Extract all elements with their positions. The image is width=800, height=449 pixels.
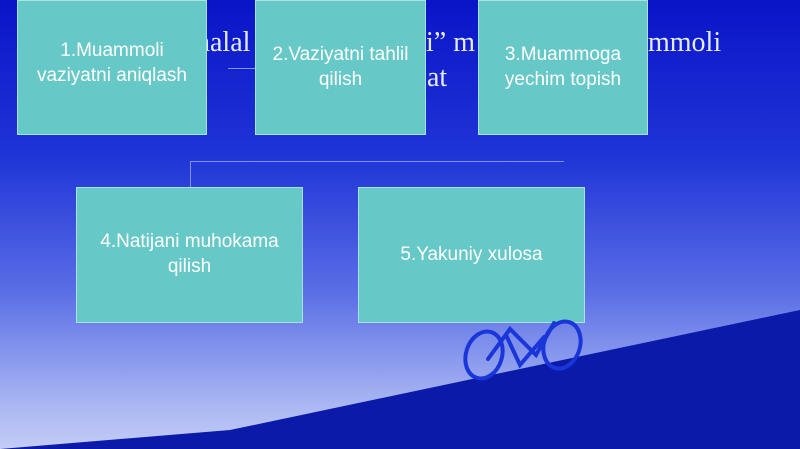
step-label-3: 3.Muammoga yechim topish	[504, 43, 622, 90]
step-box-1: 1.Muammoli vaziyatni aniqlash	[17, 0, 207, 135]
step-label-5: 5.Yakuniy xulosa	[400, 243, 543, 265]
connector-line	[190, 161, 191, 187]
step-label-1: 1.Muammoli vaziyatni aniqlash	[37, 39, 187, 86]
title-fragment-2: i” m	[426, 27, 475, 58]
connector-line	[190, 161, 564, 162]
step-box-5: 5.Yakuniy xulosa	[358, 187, 585, 323]
step-label-4: 4.Natijani muhokama qilish	[100, 231, 279, 277]
step-box-3: 3.Muammoga yechim topish	[478, 0, 648, 135]
cyclist-logo-icon	[463, 319, 583, 381]
step-box-2: 2.Vaziyatni tahlil qilish	[255, 0, 426, 135]
title-fragment-3: mmoli	[648, 27, 722, 58]
step-box-4: 4.Natijani muhokama qilish	[76, 187, 303, 323]
step-label-2: 2.Vaziyatni tahlil qilish	[272, 43, 409, 90]
title-underline	[228, 68, 258, 69]
title-fragment-4: at	[427, 62, 448, 93]
